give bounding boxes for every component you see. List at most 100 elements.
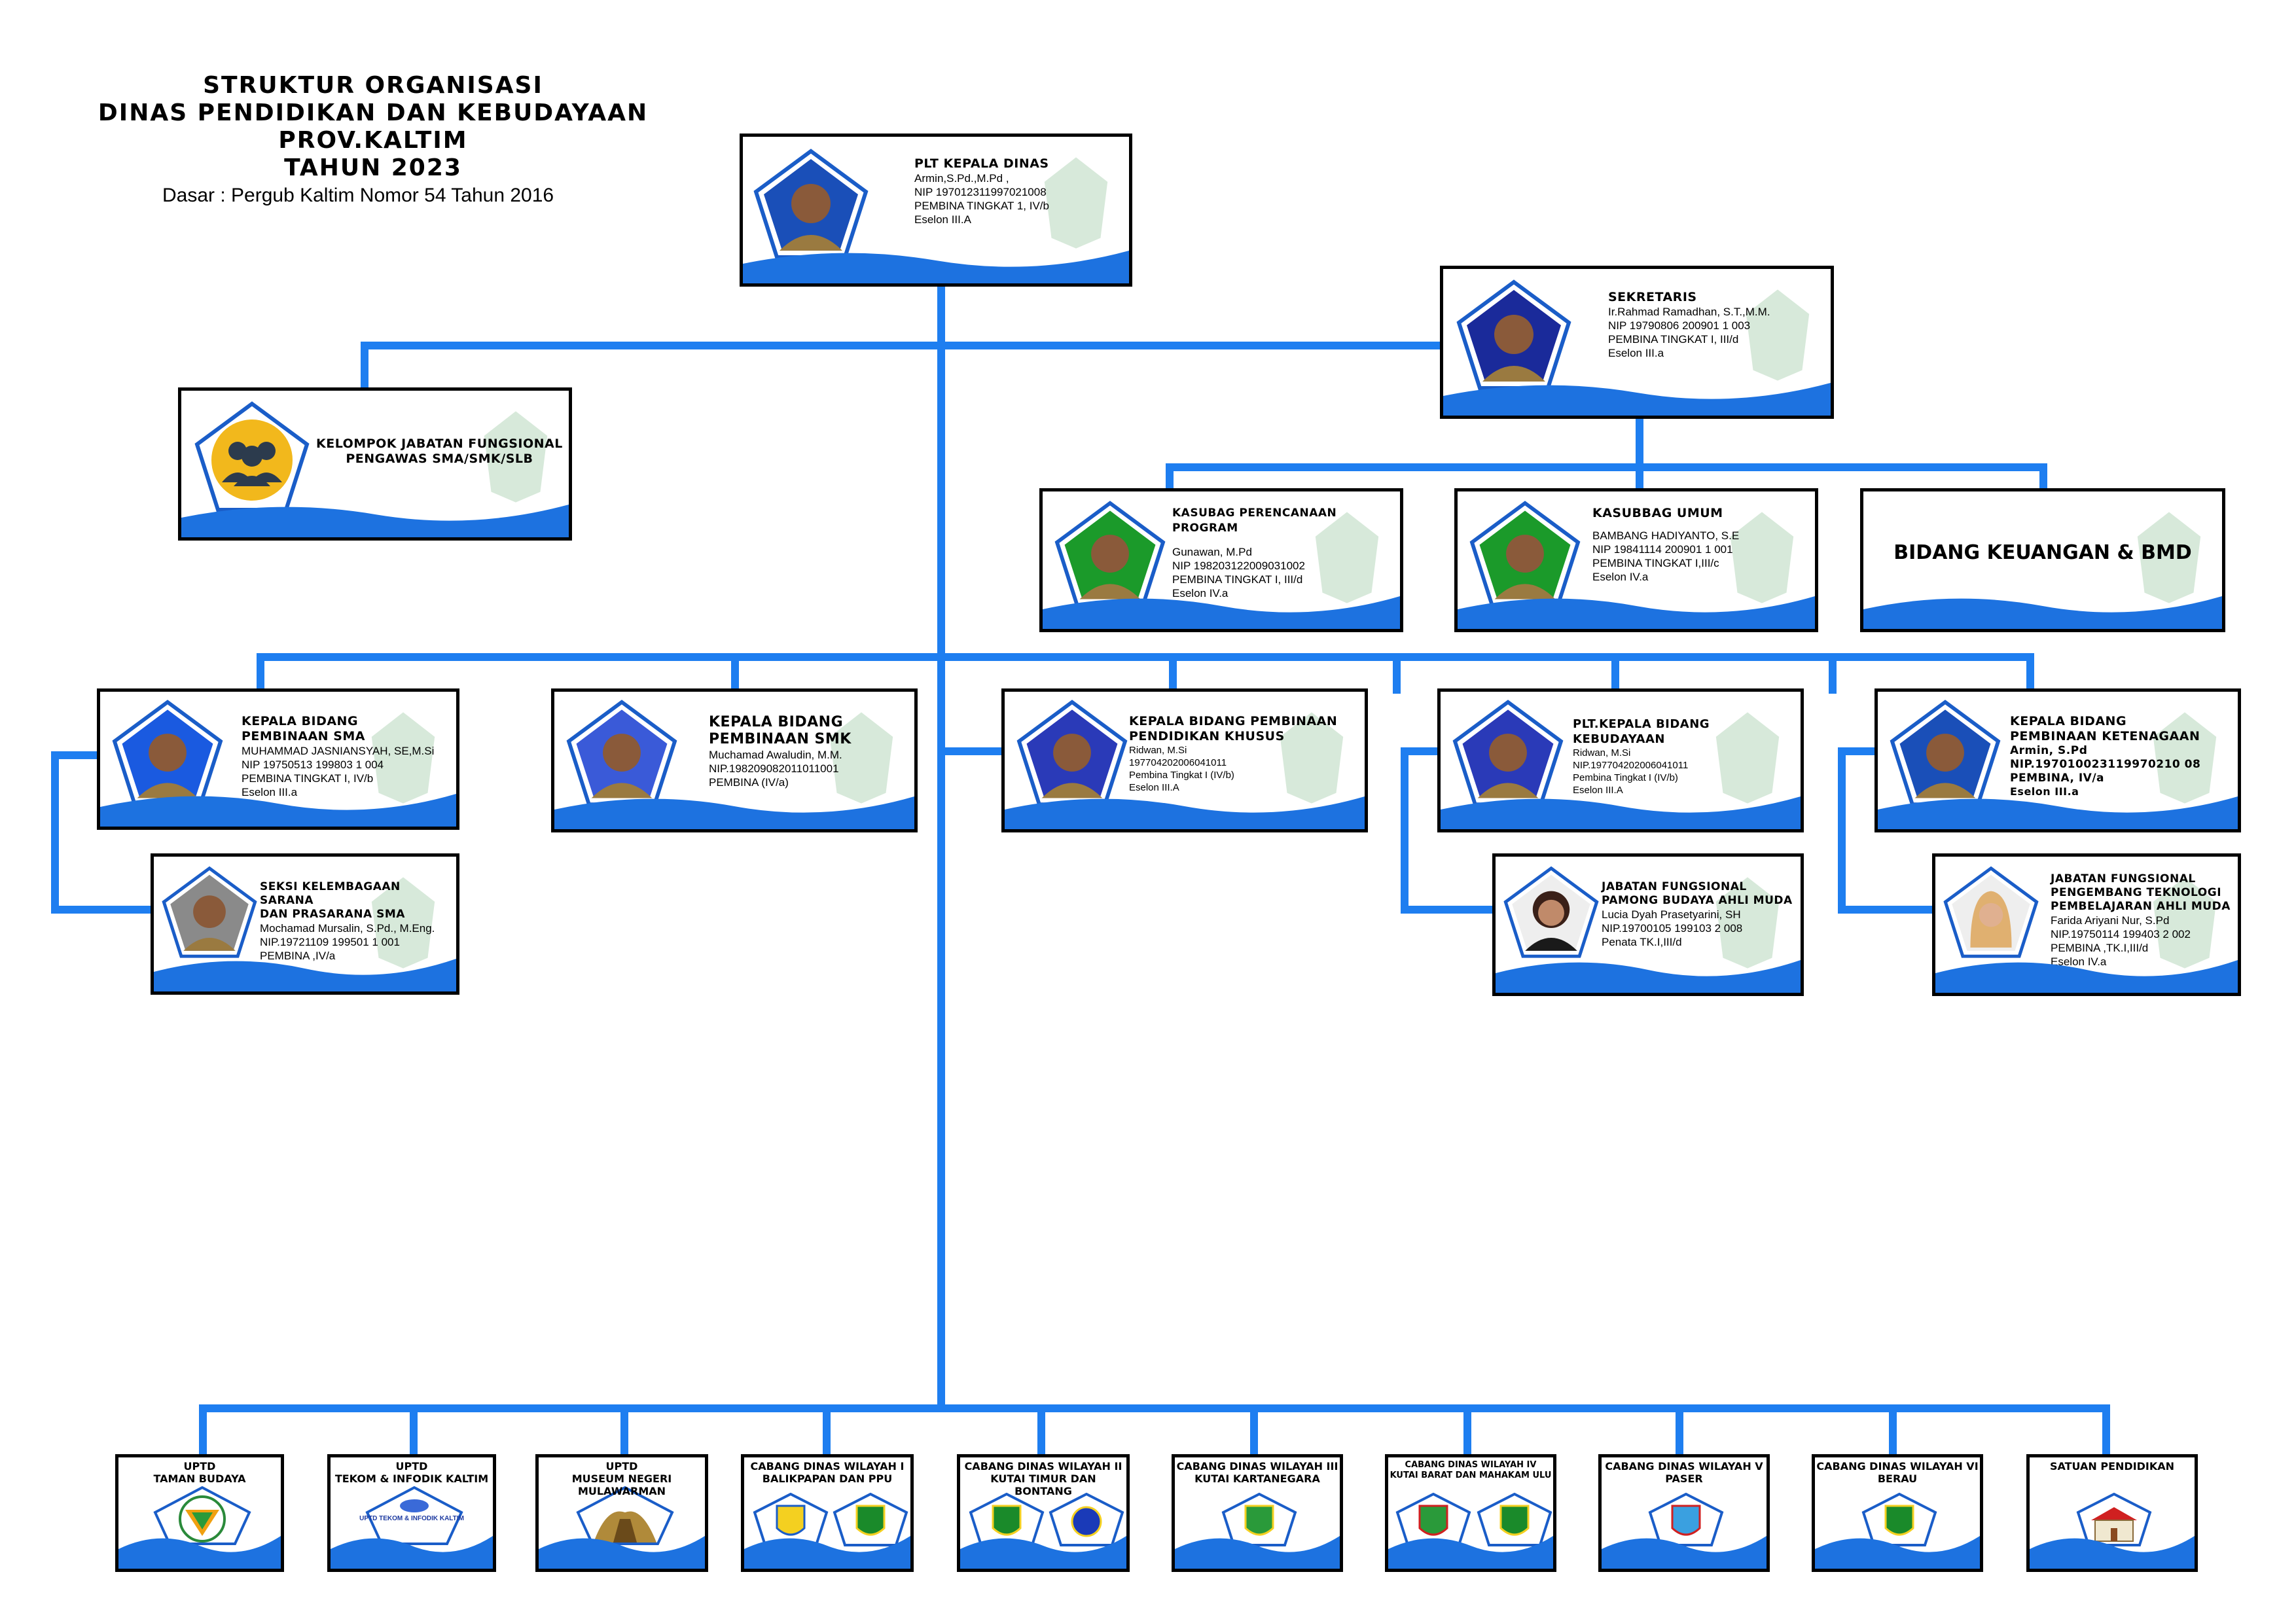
sekretaris-card[interactable]: SEKRETARIS Ir.Rahmad Ramadhan, S.T.,M.M.…	[1440, 266, 1834, 419]
bidang-smk-title-2: PEMBINAAN SMK	[709, 731, 852, 747]
card-wave	[744, 1536, 910, 1569]
bottom-6-line-2: KUTAI BARAT DAN MAHAKAM ULU	[1390, 1471, 1552, 1480]
bottom-0-line-1: UPTD	[183, 1460, 216, 1472]
bottom-2-line-1: UPTD	[605, 1460, 638, 1472]
paser-emblem-icon	[1648, 1493, 1724, 1546]
kartanegara-emblem-icon	[1221, 1493, 1297, 1546]
card-wave	[960, 1536, 1126, 1569]
seksi-sarana-name: Mochamad Mursalin, S.Pd., M.Eng.	[260, 922, 435, 935]
card-wave	[331, 1536, 493, 1569]
bidang-smk-title-1: KEPALA BIDANG	[709, 714, 844, 730]
emblem-watermark-icon	[1715, 877, 1780, 969]
fungsional-pengawas-card[interactable]: KELOMPOK JABATAN FUNGSIONAL PENGAWAS SMA…	[178, 387, 572, 541]
mahakam-ulu-emblem-icon	[1477, 1493, 1552, 1546]
chart-title: STRUKTUR ORGANISASI DINAS PENDIDIKAN DAN…	[26, 72, 720, 182]
card-wave	[154, 959, 456, 991]
pengembang-tek-card[interactable]: JABATAN FUNGSIONAL PENGEMBANG TEKNOLOGI …	[1932, 853, 2241, 996]
card-wave	[554, 796, 914, 829]
card-wave	[1043, 596, 1400, 629]
bottom-5-line-2: KUTAI KARTANEGARA	[1194, 1472, 1320, 1485]
pamong-title-1: JABATAN FUNGSIONAL	[1602, 880, 1747, 893]
card-wave	[1441, 796, 1801, 829]
bidang-smk-name: Muchamad Awaludin, M.M.	[709, 749, 842, 761]
bottom-0-line-2: TAMAN BUDAYA	[153, 1472, 246, 1485]
museum-icon	[576, 1486, 674, 1545]
emblem-watermark-icon	[1715, 712, 1780, 804]
bidang-kebudayaan-card[interactable]: PLT.KEPALA BIDANG KEBUDAYAAN Ridwan, M.S…	[1437, 688, 1804, 832]
cabang-wilayah-3-card[interactable]: CABANG DINAS WILAYAH III KUTAI KARTANEGA…	[1172, 1454, 1343, 1572]
card-wave	[1496, 960, 1801, 993]
bidang-sma-title-2: PEMBINAAN SMA	[242, 729, 365, 743]
kasubag-umum-card[interactable]: KASUBBAG UMUM BAMBANG HADIYANTO, S.E NIP…	[1454, 488, 1818, 632]
bidang-sma-name: MUHAMMAD JASNIANSYAH, SE,M.Si	[242, 745, 435, 757]
seksi-sarana-photo	[162, 866, 257, 958]
kasubag-perencanaan-card[interactable]: KASUBAG PERENCANAAN PROGRAM Gunawan, M.P…	[1039, 488, 1403, 632]
bidang-ketenagaan-photo	[1890, 700, 2001, 807]
kasubag-perencanaan-name: Gunawan, M.Pd	[1172, 546, 1252, 558]
branch-line-sekretaris	[1166, 463, 2047, 471]
bidang-sma-title-1: KEPALA BIDANG	[242, 714, 359, 728]
cabang-wilayah-6-card[interactable]: CABANG DINAS WILAYAH VI BERAU	[1812, 1454, 1983, 1572]
title-line-1: STRUKTUR ORGANISASI	[203, 72, 543, 99]
pengembang-tek-eselon: Eselon IV.a	[2051, 955, 2107, 968]
emblem-watermark-icon	[2153, 712, 2217, 804]
card-wave	[1443, 383, 1831, 416]
pamong-card[interactable]: JABATAN FUNGSIONAL PAMONG BUDAYA AHLI MU…	[1492, 853, 1804, 996]
cabang-wilayah-5-card[interactable]: CABANG DINAS WILAYAH V PASER	[1598, 1454, 1770, 1572]
bidang-pk-title-1: KEPALA BIDANG PEMBINAAN	[1129, 714, 1338, 728]
bidang-sma-card[interactable]: KEPALA BIDANG PEMBINAAN SMA MUHAMMAD JAS…	[97, 688, 459, 830]
uptd-tekom-card[interactable]: UPTD TEKOM & INFODIK KALTIM UPTD TEKOM &…	[327, 1454, 496, 1572]
branch-line-top	[361, 342, 1460, 349]
kasubag-umum-name: BAMBANG HADIYANTO, S.E	[1592, 529, 1740, 542]
uptd-museum-card[interactable]: UPTD MUSEUM NEGERI MULAWARMAN	[535, 1454, 708, 1572]
bottom-6-line-1: CABANG DINAS WILAYAH IV	[1405, 1460, 1537, 1470]
title-line-2: DINAS PENDIDIKAN DAN KEBUDAYAAN PROV.KAL…	[98, 99, 649, 154]
kasubag-umum-rank: PEMBINA TINGKAT I,III/c	[1592, 557, 1719, 569]
pengembang-tek-title-1: JABATAN FUNGSIONAL	[2051, 872, 2196, 885]
emblem-watermark-icon	[1746, 289, 1810, 381]
card-wave	[1005, 796, 1365, 829]
cabang-wilayah-2-card[interactable]: CABANG DINAS WILAYAH II KUTAI TIMUR DAN …	[957, 1454, 1130, 1572]
kasubag-umum-nip: NIP 19841114 200901 1 001	[1592, 543, 1733, 556]
bidang-pk-card[interactable]: KEPALA BIDANG PEMBINAAN PENDIDIKAN KHUSU…	[1001, 688, 1368, 832]
kasubag-perencanaan-rank: PEMBINA TINGKAT I, III/d	[1172, 573, 1303, 586]
bottom-8-line-2: BERAU	[1877, 1472, 1918, 1485]
head-title: PLT KEPALA DINAS	[914, 156, 1049, 171]
seksi-sarana-card[interactable]: SEKSI KELEMBAGAAN SARANA DAN PRASARANA S…	[151, 853, 459, 995]
card-wave	[1602, 1536, 1767, 1569]
cabang-wilayah-1-card[interactable]: CABANG DINAS WILAYAH I BALIKPAPAN DAN PP…	[741, 1454, 914, 1572]
kasubag-perencanaan-nip: NIP 198203122009031002	[1172, 560, 1305, 572]
emblem-watermark-icon	[2137, 512, 2201, 603]
uptd-taman-budaya-card[interactable]: UPTD TAMAN BUDAYA	[115, 1454, 284, 1572]
bottom-3-line-1: CABANG DINAS WILAYAH I	[750, 1460, 905, 1472]
bidang-ketenagaan-nip: NIP.197010023119970210 08	[2010, 758, 2201, 771]
bidang-pk-photo	[1016, 700, 1128, 807]
bidang-ketenagaan-card[interactable]: KEPALA BIDANG PEMBINAAN KETENAGAAN Armin…	[1874, 688, 2241, 832]
emblem-watermark-icon	[1280, 712, 1344, 804]
bidang-ketenagaan-rank: PEMBINA, IV/a	[2010, 772, 2105, 785]
pamong-name: Lucia Dyah Prasetyarini, SH	[1602, 908, 1741, 921]
tekom-logo	[365, 1486, 463, 1545]
ppu-emblem-icon	[833, 1493, 908, 1546]
emblem-watermark-icon	[371, 712, 435, 804]
head-card[interactable]: PLT KEPALA DINAS Armin,S.Pd.,M.Pd , NIP …	[740, 134, 1132, 287]
bidang-smk-card[interactable]: KEPALA BIDANG PEMBINAAN SMK Muchamad Awa…	[551, 688, 918, 832]
card-wave	[2030, 1536, 2195, 1569]
emblem-watermark-icon	[1730, 512, 1794, 603]
keuangan-card[interactable]: BIDANG KEUANGAN & BMD	[1860, 488, 2225, 632]
pamong-rank: Penata TK.I,III/d	[1602, 936, 1682, 948]
balikpapan-emblem-icon	[753, 1493, 829, 1546]
bottom-1-line-1: UPTD	[395, 1460, 428, 1472]
satuan-pendidikan-card[interactable]: SATUAN PENDIDIKAN	[2026, 1454, 2198, 1572]
bidang-pk-eselon: Eselon III.A	[1129, 782, 1179, 793]
bidang-sma-rank: PEMBINA TINGKAT I, IV/b	[242, 772, 374, 785]
card-wave	[1458, 596, 1815, 629]
bidang-smk-rank: PEMBINA (IV/a)	[709, 776, 789, 789]
card-wave	[743, 251, 1129, 283]
card-wave	[1175, 1536, 1340, 1569]
legal-basis: Dasar : Pergub Kaltim Nomor 54 Tahun 201…	[162, 185, 554, 206]
pengembang-tek-nip: NIP.19750114 199403 2 002	[2051, 928, 2191, 940]
emblem-watermark-icon	[1315, 512, 1379, 603]
cabang-wilayah-4-card[interactable]: CABANG DINAS WILAYAH IV KUTAI BARAT DAN …	[1385, 1454, 1556, 1572]
